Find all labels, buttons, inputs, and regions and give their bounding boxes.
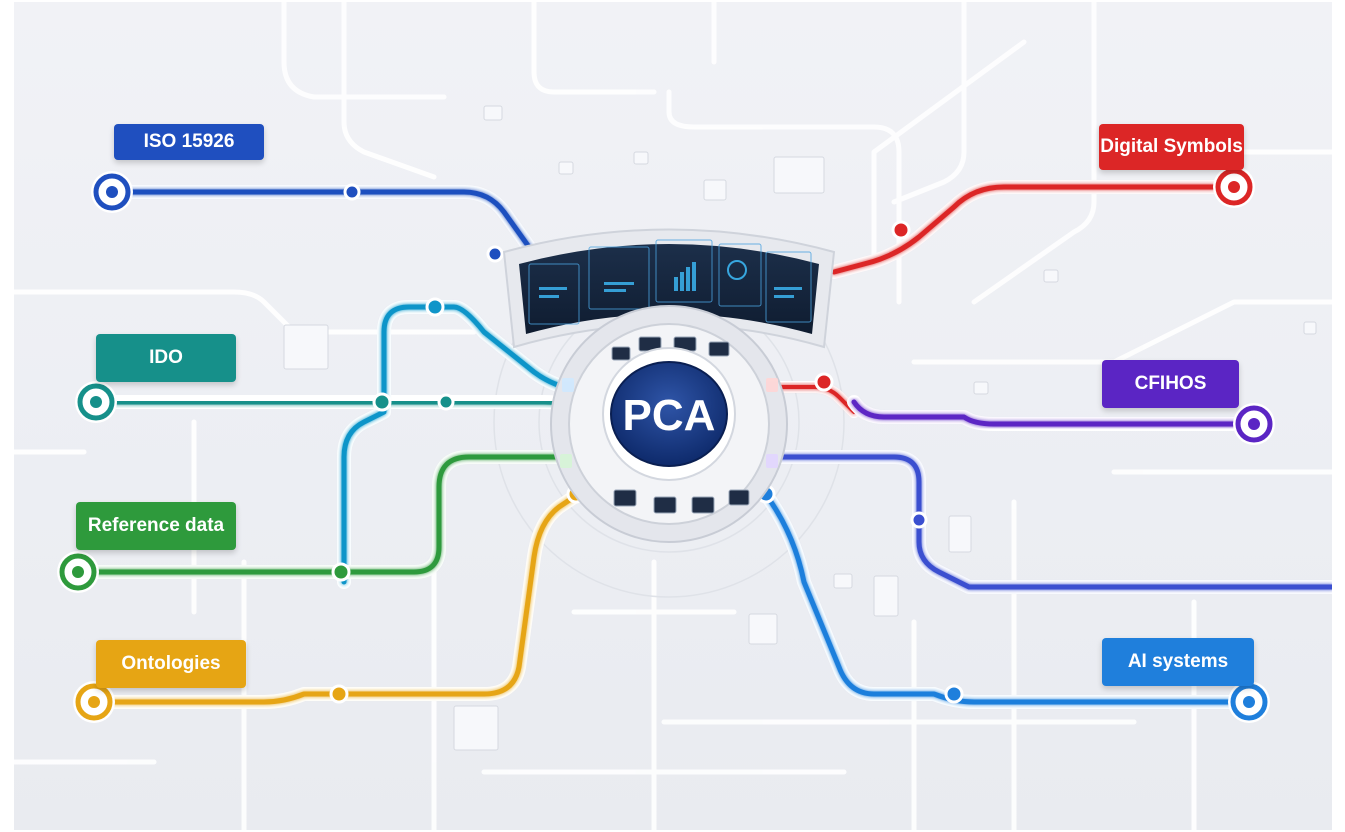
label-onto: Ontologies xyxy=(96,640,246,688)
label-digsym: Digital Symbols xyxy=(1099,124,1244,170)
endpoint-ido xyxy=(75,381,117,423)
monitor-graphs xyxy=(539,262,802,298)
label-ai: AI systems xyxy=(1102,638,1254,686)
endpoint-iso xyxy=(91,171,133,213)
hub-station: PCA xyxy=(502,228,836,543)
endpoint-nodes xyxy=(57,166,1275,723)
label-cfihos: CFIHOS xyxy=(1102,360,1239,408)
route-onto xyxy=(87,480,596,709)
diagram-canvas: PCA ISO 15926 IDO Reference data Ontolog… xyxy=(14,2,1332,830)
label-ref: Reference data xyxy=(76,502,236,550)
monitor-wall xyxy=(519,244,819,334)
hub-ring-lights xyxy=(560,378,778,468)
route-cfihos xyxy=(772,395,1332,594)
endpoint-ref xyxy=(57,551,99,593)
label-ido: IDO xyxy=(96,334,236,382)
pca-diagram: PCA xyxy=(14,2,1332,830)
route-ref xyxy=(77,450,596,579)
endpoint-cfihos xyxy=(1233,403,1275,445)
hub-label: PCA xyxy=(623,391,716,440)
endpoint-digsym xyxy=(1213,166,1255,208)
label-iso: ISO 15926 xyxy=(114,124,264,160)
background-blocks xyxy=(283,105,1317,751)
endpoint-ai xyxy=(1228,681,1270,723)
hub-badge xyxy=(610,361,728,467)
hub-console-modules xyxy=(611,336,750,514)
monitor-panels xyxy=(528,239,812,325)
endpoint-onto xyxy=(73,681,115,723)
